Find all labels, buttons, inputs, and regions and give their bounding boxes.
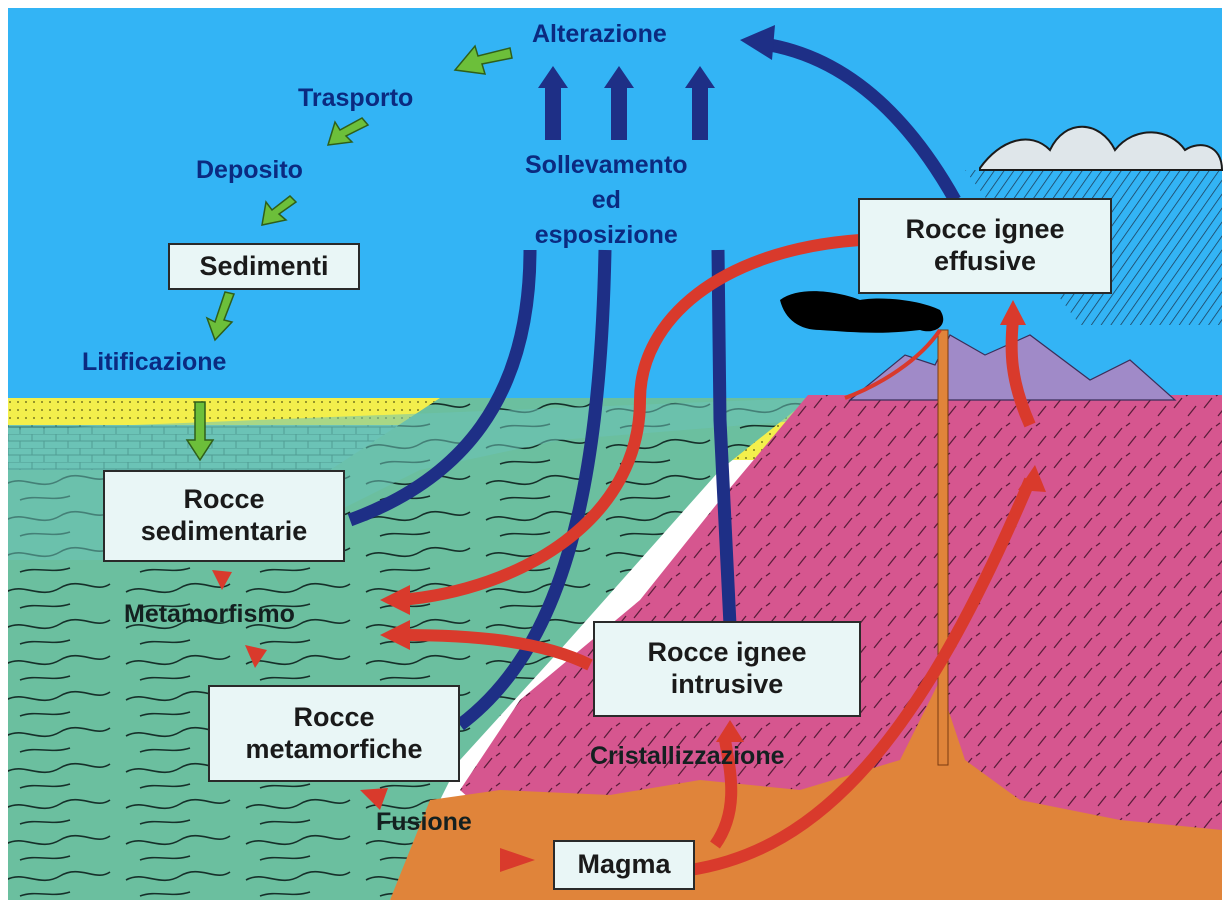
label-trasporto: Trasporto xyxy=(298,84,413,113)
label-alterazione: Alterazione xyxy=(532,20,667,49)
box-rocce-ignee-intrusive: Rocce ignee intrusive xyxy=(593,621,861,717)
volcanic-conduit xyxy=(938,330,948,765)
label-cristallizzazione: Cristallizzazione xyxy=(590,742,785,771)
label-fusione: Fusione xyxy=(376,808,472,837)
label-litificazione: Litificazione xyxy=(82,348,226,377)
box-sedimenti: Sedimenti xyxy=(168,243,360,290)
box-rocce-sedimentarie: Rocce sedimentarie xyxy=(103,470,345,562)
label-deposito: Deposito xyxy=(196,156,303,185)
box-rocce-ignee-effusive: Rocce ignee effusive xyxy=(858,198,1112,294)
box-magma: Magma xyxy=(553,840,695,890)
box-rocce-metamorfiche: Rocce metamorfiche xyxy=(208,685,460,782)
label-metamorfismo: Metamorfismo xyxy=(124,600,295,629)
label-sollevamento: Sollevamento ed esposizione xyxy=(525,148,688,253)
